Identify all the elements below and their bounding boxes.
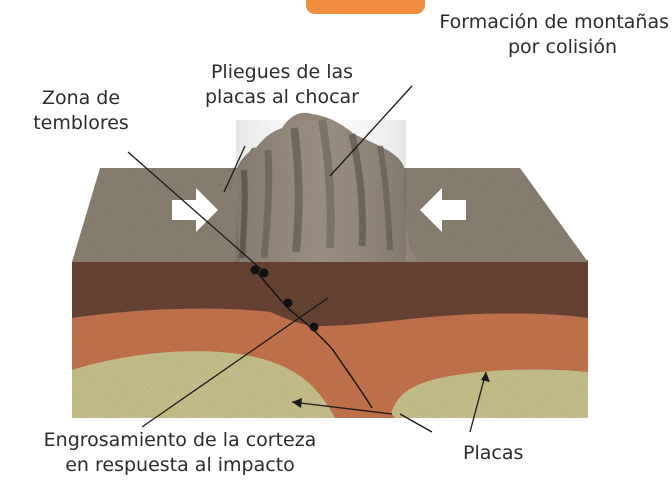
folds-label: Pliegues de las placas al chocar — [185, 60, 379, 110]
mountain-formation-line2: por colisión — [507, 36, 617, 58]
leader-plates-3 — [399, 413, 433, 433]
thickening-label: Engrosamiento de la corteza en respuesta… — [24, 428, 336, 478]
leader-folds — [223, 145, 246, 193]
plates-text: Placas — [463, 442, 524, 464]
ridge-shading — [236, 120, 406, 262]
quake-zone-line1: Zona de — [41, 87, 121, 109]
mountain-formation-label: Formación de montañas por colisión — [385, 10, 669, 60]
arrowhead-plate-right — [481, 372, 490, 382]
folds-line2: placas al chocar — [205, 86, 359, 108]
arrowhead-plate-left — [292, 398, 302, 408]
subducting-plate — [270, 296, 395, 418]
leader-lines — [127, 85, 487, 433]
tremor-points — [250, 265, 319, 332]
quake-zone-label: Zona de temblores — [18, 86, 144, 136]
mountain-formation-line1: Formación de montañas — [439, 11, 669, 33]
header-tab — [306, 0, 425, 14]
plates-label: Placas — [463, 441, 523, 466]
leader-quake-zone — [127, 151, 263, 271]
leader-plates-1 — [291, 401, 393, 415]
quake-zone-line2: temblores — [33, 112, 129, 134]
leader-thickening — [141, 297, 329, 428]
brown-crust-layer — [72, 260, 588, 326]
leader-plates-2 — [469, 371, 487, 433]
thickening-line2: en respuesta al impacto — [65, 454, 295, 476]
leader-mountain-formation — [329, 85, 413, 177]
thickening-line1: Engrosamiento de la corteza — [43, 429, 317, 451]
folds-line1: Pliegues de las — [210, 61, 354, 83]
right-push-arrow — [420, 188, 466, 232]
leader-arrowheads — [292, 372, 490, 408]
